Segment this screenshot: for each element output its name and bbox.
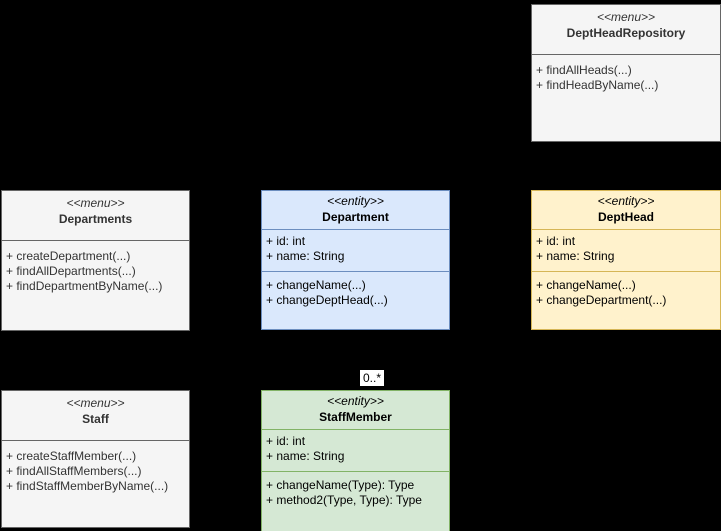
method-item: + findDepartmentByName(...) <box>6 279 163 293</box>
class-name: StaffMember <box>319 410 392 424</box>
class-box-deptheadrepository[interactable]: <<menu>> DeptHeadRepository + findAllHea… <box>531 4 721 142</box>
stereotype-label: <<entity>> <box>327 394 384 408</box>
attributes-compartment: + id: int + name: String <box>262 229 449 271</box>
class-header: <<menu>> Staff <box>2 391 189 440</box>
methods-compartment: + changeName(Type): Type + method2(Type,… <box>262 471 449 508</box>
attribute-item: + id: int <box>266 434 306 448</box>
stereotype-label: <<entity>> <box>597 194 655 208</box>
class-box-department[interactable]: <<entity>> Department + id: int + name: … <box>261 190 450 330</box>
stereotype-label: <<menu>> <box>596 10 656 24</box>
method-item: + findAllHeads(...) <box>536 63 632 77</box>
class-name: Staff <box>82 412 109 426</box>
class-header: <<entity>> StaffMember <box>262 391 449 429</box>
attribute-item: + id: int <box>536 234 576 248</box>
method-item: + method2(Type, Type): Type <box>266 493 422 507</box>
multiplicity-label[interactable]: 0..* <box>360 370 385 386</box>
method-item: + findAllDepartments(...) <box>6 264 136 278</box>
class-header: <<menu>> DeptHeadRepository <box>532 5 720 54</box>
stereotype-label: <<menu>> <box>66 396 125 410</box>
stereotype-label: <<menu>> <box>66 196 125 210</box>
method-item: + changeName(Type): Type <box>266 478 415 492</box>
attribute-item: + name: String <box>266 249 345 263</box>
method-item: + changeName(...) <box>266 278 366 292</box>
class-box-staffmember[interactable]: <<entity>> StaffMember + id: int + name:… <box>261 390 450 531</box>
methods-compartment: + changeName(...) + changeDepartment(...… <box>532 271 720 308</box>
class-name: Departments <box>58 212 133 226</box>
attribute-item: + id: int <box>266 234 306 248</box>
attribute-item: + name: String <box>266 449 345 463</box>
class-header: <<menu>> Departments <box>2 191 189 240</box>
method-item: + changeName(...) <box>536 278 636 292</box>
class-box-staff[interactable]: <<menu>> Staff + createStaffMember(...) … <box>1 390 190 528</box>
class-header: <<entity>> Department <box>262 191 449 229</box>
method-item: + createDepartment(...) <box>6 249 131 263</box>
class-box-depthead[interactable]: <<entity>> DeptHead + id: int + name: St… <box>531 190 721 330</box>
method-item: + findStaffMemberByName(...) <box>6 479 169 493</box>
attributes-compartment: + id: int + name: String <box>262 429 449 471</box>
stereotype-label: <<entity>> <box>327 194 384 208</box>
methods-compartment: + createStaffMember(...) + findAllStaffM… <box>2 440 189 494</box>
methods-compartment: + findAllHeads(...) + findHeadByName(...… <box>532 54 720 93</box>
class-name: DeptHeadRepository <box>566 26 686 40</box>
method-item: + findAllStaffMembers(...) <box>6 464 142 478</box>
methods-compartment: + changeName(...) + changeDeptHead(...) <box>262 271 449 308</box>
class-name: DeptHead <box>597 210 654 224</box>
method-item: + changeDepartment(...) <box>536 293 667 307</box>
method-item: + changeDeptHead(...) <box>266 293 388 307</box>
methods-compartment: + createDepartment(...) + findAllDepartm… <box>2 240 189 294</box>
class-header: <<entity>> DeptHead <box>532 191 720 229</box>
class-name: Department <box>322 210 389 224</box>
method-item: + createStaffMember(...) <box>6 449 137 463</box>
attributes-compartment: + id: int + name: String <box>532 229 720 271</box>
method-item: + findHeadByName(...) <box>536 78 659 92</box>
class-box-departments[interactable]: <<menu>> Departments + createDepartment(… <box>1 190 190 331</box>
attribute-item: + name: String <box>536 249 615 263</box>
